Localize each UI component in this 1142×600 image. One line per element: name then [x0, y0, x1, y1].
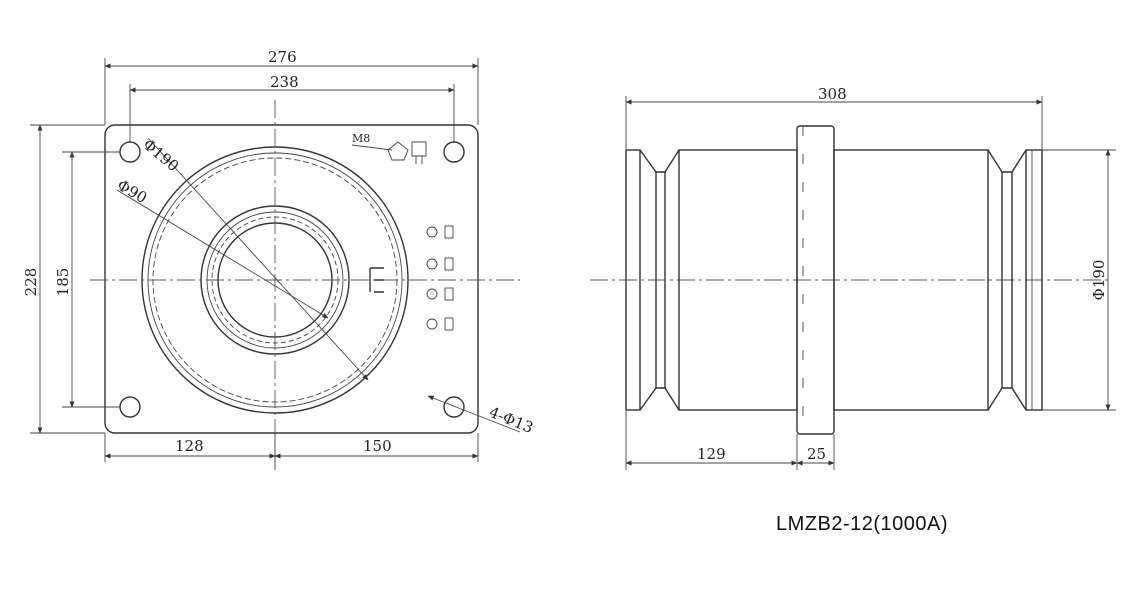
left-groove [639, 149, 657, 411]
side-view: 308 Φ190 129 25 [590, 85, 1116, 470]
dim-left-offset: 128 [175, 437, 204, 455]
left-groove-detail [656, 149, 680, 411]
dim-mounting-holes: 4-Φ13 [487, 403, 536, 437]
dim-left-section: 129 [697, 445, 726, 463]
terminal-leader [351, 144, 393, 151]
dim-inner-diameter: Φ90 [114, 176, 150, 207]
right-end-cap [1025, 149, 1043, 411]
left-end-cap [625, 149, 641, 411]
leader-inner-diameter [116, 189, 329, 319]
mounting-plate [104, 124, 479, 434]
front-view: M8 276 238 228 185 128 150 Φ190 [22, 48, 536, 470]
mounting-hole-top-left [119, 141, 141, 163]
ground-symbol [369, 267, 384, 293]
right-body [833, 149, 989, 411]
dim-hole-spacing-y: 185 [54, 268, 72, 297]
dim-height-overall: 228 [22, 268, 40, 297]
mounting-hole-bottom-right [443, 396, 465, 418]
secondary-terminals [426, 225, 454, 331]
dim-hole-spacing-x: 238 [270, 73, 299, 91]
terminal-block-icon [387, 141, 427, 164]
dim-right-offset: 150 [363, 437, 392, 455]
leader-outer-diameter [147, 137, 369, 381]
dim-body-diameter: Φ190 [1090, 260, 1108, 301]
mounting-hole-bottom-left [119, 396, 141, 418]
mounting-hole-top-right [443, 141, 465, 163]
dim-flange-thickness: 25 [807, 445, 826, 463]
model-label: LMZB2-12(1000A) [776, 513, 948, 535]
leader-mounting-holes [427, 395, 521, 433]
dim-length-overall: 308 [818, 85, 847, 103]
terminal-label: M8 [352, 132, 370, 145]
dim-width-overall: 276 [268, 48, 297, 66]
right-groove [987, 149, 1027, 411]
